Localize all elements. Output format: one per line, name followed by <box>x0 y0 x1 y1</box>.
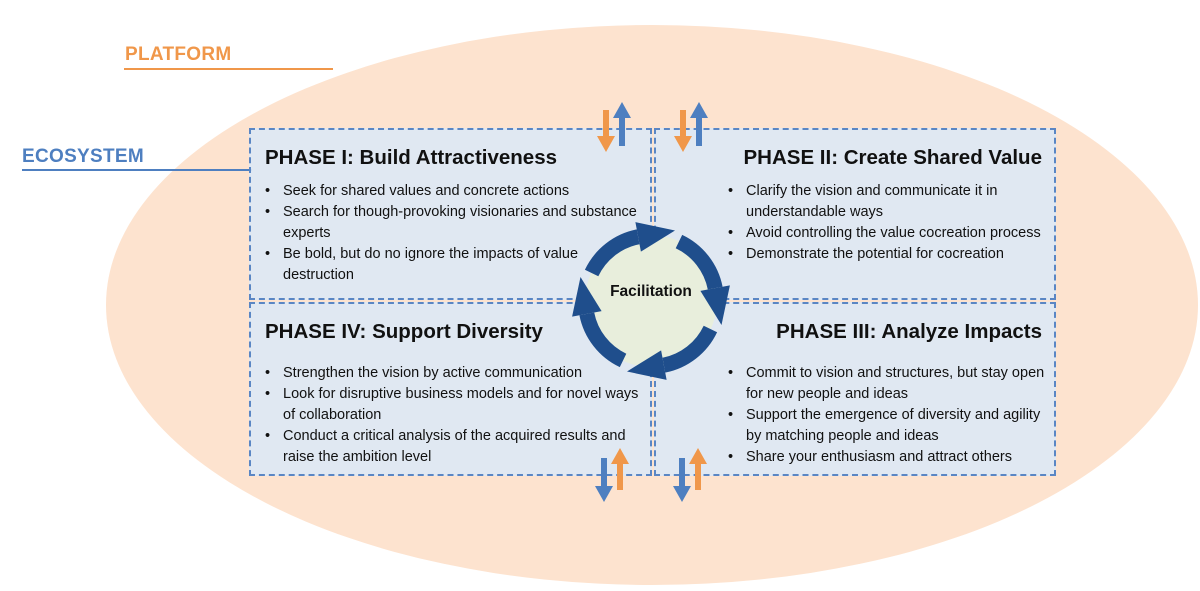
phase-2-list: Clarify the vision and communicate it in… <box>724 181 1054 265</box>
platform-label: PLATFORM <box>125 44 232 65</box>
exchange-arrows-bottom-left <box>595 448 629 502</box>
cycle-arrows-icon <box>572 222 730 380</box>
phase-2-item: Avoid controlling the value cocreation p… <box>724 223 1054 244</box>
phase-4-list: Strengthen the vision by active communic… <box>261 363 646 468</box>
up-arrow-icon <box>690 102 708 146</box>
phase-1-item: Seek for shared values and concrete acti… <box>261 181 646 202</box>
phase-4-title: PHASE IV: Support Diversity <box>265 320 543 343</box>
phase-2-box: PHASE II: Create Shared Value Clarify th… <box>654 128 1056 300</box>
phase-3-item: Commit to vision and structures, but sta… <box>724 363 1054 405</box>
up-arrow-icon <box>613 102 631 146</box>
up-arrow-icon <box>611 448 629 490</box>
phase-2-item: Clarify the vision and communicate it in… <box>724 181 1054 223</box>
ecosystem-label: ECOSYSTEM <box>22 146 144 167</box>
phase-1-item: Search for though-provoking visionaries … <box>261 202 646 244</box>
phase-1-box: PHASE I: Build Attractiveness Seek for s… <box>249 128 652 300</box>
phase-2-title: PHASE II: Create Shared Value <box>743 146 1042 169</box>
up-arrow-icon <box>689 448 707 490</box>
phase-1-list: Seek for shared values and concrete acti… <box>261 181 646 286</box>
phase-3-list: Commit to vision and structures, but sta… <box>724 363 1054 468</box>
phase-4-box: PHASE IV: Support Diversity Strengthen t… <box>249 302 652 476</box>
phase-1-title: PHASE I: Build Attractiveness <box>265 146 558 169</box>
phase-3-title: PHASE III: Analyze Impacts <box>776 320 1042 343</box>
phase-1-item: Be bold, but do no ignore the impacts of… <box>261 244 646 286</box>
phase-3-box: PHASE III: Analyze Impacts Commit to vis… <box>654 302 1056 476</box>
exchange-arrows-bottom-right <box>673 448 707 502</box>
phase-3-item: Share your enthusiasm and attract others <box>724 447 1054 468</box>
exchange-arrows-top-left <box>597 102 631 152</box>
phase-4-item: Conduct a critical analysis of the acqui… <box>261 426 646 468</box>
down-arrow-icon <box>674 110 692 152</box>
down-arrow-icon <box>595 458 613 502</box>
phase-4-item: Strengthen the vision by active communic… <box>261 363 646 384</box>
exchange-arrows-top-right <box>674 102 708 152</box>
down-arrow-icon <box>597 110 615 152</box>
facilitation-circle <box>585 235 717 367</box>
down-arrow-icon <box>673 458 691 502</box>
phase-4-item: Look for disruptive business models and … <box>261 384 646 426</box>
phase-2-item: Demonstrate the potential for cocreation <box>724 244 1054 265</box>
phase-3-item: Support the emergence of diversity and a… <box>724 405 1054 447</box>
facilitation-label: Facilitation <box>610 283 692 300</box>
